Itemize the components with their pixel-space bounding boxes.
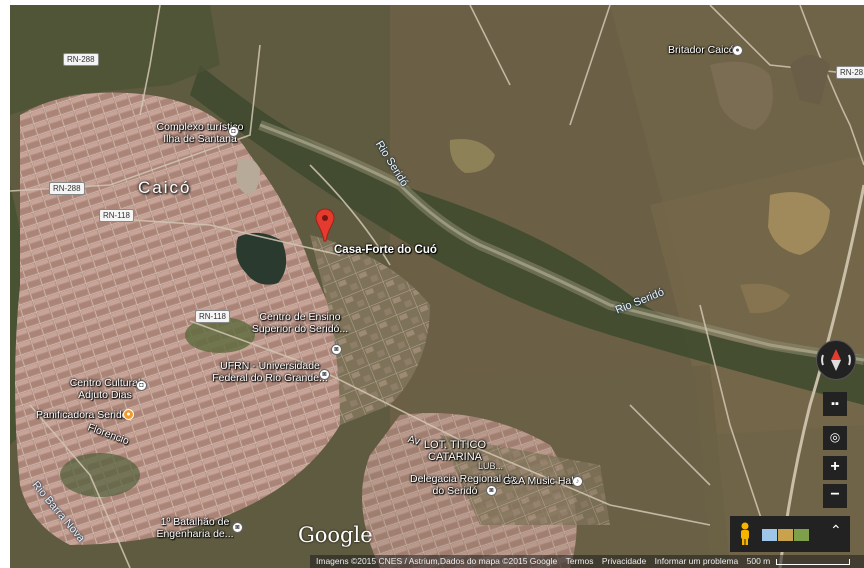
imagery-thumbnails[interactable] bbox=[762, 528, 814, 541]
scale-bar bbox=[775, 558, 850, 565]
lot-line-1: LOT. TITICO bbox=[423, 439, 487, 451]
rotate-compass-control[interactable] bbox=[816, 340, 856, 380]
centro-ensino-line-2: Superior do Seridó... bbox=[251, 323, 349, 335]
city-label-caico: Caicó bbox=[138, 178, 192, 197]
place-label-casa-forte[interactable]: Casa-Forte do Cuó bbox=[334, 244, 437, 256]
terms-link[interactable]: Termos bbox=[565, 556, 594, 566]
place-label-batalhao[interactable]: 1º Batalhão de Engenharia de... bbox=[150, 516, 240, 540]
expand-chevron-icon[interactable]: ⌃ bbox=[830, 522, 842, 538]
satellite-thumbnail-icon bbox=[794, 529, 809, 541]
road-shield-rn288-c: RN-28 bbox=[836, 66, 864, 79]
batalhao-line-1: 1º Batalhão de bbox=[160, 516, 230, 528]
grid-icon: ▪▪ bbox=[831, 398, 839, 410]
centro-ensino-line-1: Centro de Ensino bbox=[259, 311, 341, 323]
complexo-line-1: Complexo turístico bbox=[156, 121, 244, 133]
compass-icon bbox=[821, 349, 851, 371]
place-label-lot-titico: LOT. TITICO CATARINA bbox=[420, 439, 490, 463]
imagery-attribution: Imagens ©2015 CNES / Astrium,Dados do ma… bbox=[316, 556, 558, 566]
cultural-line-1: Centro Cultural bbox=[69, 377, 141, 389]
location-target-icon: ◎ bbox=[829, 430, 841, 444]
lot-line-2: CATARINA bbox=[428, 451, 482, 463]
university-poi-icon[interactable]: ◙ bbox=[319, 369, 330, 380]
road-shield-rn118-a: RN-118 bbox=[99, 209, 134, 222]
zoom-out-button[interactable]: − bbox=[823, 484, 847, 508]
museum-poi-icon[interactable]: ◘ bbox=[136, 380, 147, 391]
report-problem-link[interactable]: Informar um problema bbox=[654, 556, 739, 566]
satellite-imagery bbox=[10, 5, 864, 568]
place-label-ga-music[interactable]: G&A Music Hall bbox=[503, 475, 576, 487]
ufrn-line-1: UFRN - Universidade bbox=[220, 360, 320, 372]
place-label-complexo[interactable]: Complexo turístico Ilha de Santana bbox=[140, 121, 260, 145]
map-viewport[interactable]: Caicó Casa-Forte do Cuó Complexo turísti… bbox=[10, 5, 864, 568]
military-poi-icon[interactable]: ◙ bbox=[232, 522, 243, 533]
police-poi-icon[interactable]: ◙ bbox=[486, 485, 497, 496]
place-label-centro-ensino[interactable]: Centro de Ensino Superior do Seridó... bbox=[250, 311, 350, 335]
map-thumbnail-icon bbox=[762, 529, 777, 541]
place-label-panificadora[interactable]: Panificadora Seridó bbox=[36, 409, 128, 421]
delegacia-line-2: do Seridó bbox=[432, 485, 478, 497]
place-label-britador[interactable]: Britador Caicó bbox=[668, 44, 735, 56]
batalhao-line-2: Engenharia de... bbox=[156, 528, 234, 540]
location-marker-icon[interactable] bbox=[315, 208, 335, 242]
ufrn-line-2: Federal do Rio Grande... bbox=[212, 372, 328, 384]
delegacia-line-1: Delegacia Regional do bbox=[410, 473, 516, 485]
school-poi-icon[interactable]: ◙ bbox=[331, 344, 342, 355]
tilt-grid-button[interactable]: ▪▪ bbox=[823, 392, 847, 416]
place-label-ufrn[interactable]: UFRN - Universidade Federal do Rio Grand… bbox=[210, 360, 330, 384]
google-logo[interactable]: Google bbox=[298, 523, 373, 547]
zoom-in-button[interactable]: + bbox=[823, 456, 847, 480]
terrain-thumbnail-icon bbox=[778, 529, 793, 541]
complexo-line-2: Ilha de Santana bbox=[163, 133, 237, 145]
road-shield-rn288-b: RN-288 bbox=[49, 182, 85, 195]
road-shield-rn118-b: RN-118 bbox=[195, 310, 230, 323]
music-poi-icon[interactable]: ♪ bbox=[572, 476, 583, 487]
my-location-button[interactable]: ◎ bbox=[823, 426, 847, 450]
bottom-control-bar: ⌃ bbox=[730, 516, 850, 552]
scale-label[interactable]: 500 m bbox=[746, 556, 771, 566]
privacy-link[interactable]: Privacidade bbox=[601, 556, 647, 566]
cultural-line-2: Adjuto Dias bbox=[78, 389, 132, 401]
street-label-lub: LUB... bbox=[478, 461, 504, 471]
shop-poi-icon[interactable]: ● bbox=[732, 45, 743, 56]
camera-poi-icon[interactable]: ◘ bbox=[228, 126, 239, 137]
road-shield-rn288-a: RN-288 bbox=[63, 53, 99, 66]
place-label-delegacia[interactable]: Delegacia Regional do do Seridó bbox=[410, 473, 516, 497]
place-label-centro-cultural[interactable]: Centro Cultural Adjuto Dias bbox=[60, 377, 150, 401]
pegman-icon[interactable] bbox=[738, 522, 752, 546]
attribution-bar: Imagens ©2015 CNES / Astrium,Dados do ma… bbox=[310, 555, 864, 568]
bakery-poi-icon[interactable]: ● bbox=[123, 409, 134, 420]
